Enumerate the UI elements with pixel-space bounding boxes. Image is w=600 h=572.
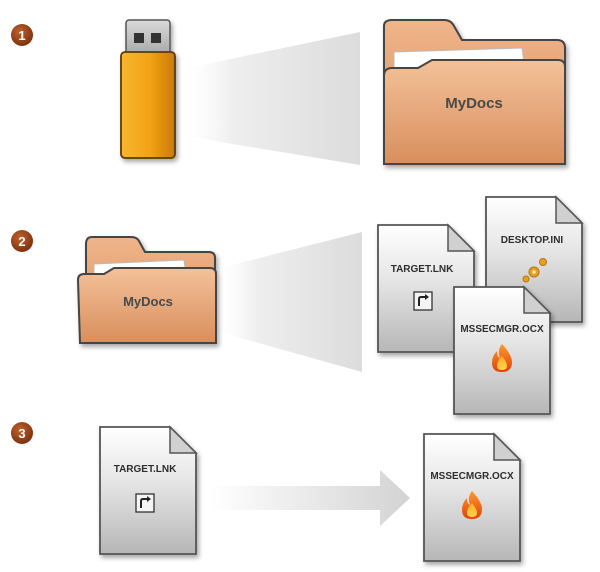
step-3-badge: 3 xyxy=(11,422,33,444)
step-1-badge: 1 xyxy=(11,24,33,46)
step-3-arrow xyxy=(210,470,410,526)
file-label-target-lnk: TARGET.LNK xyxy=(114,464,177,475)
file-mssecmgr-ocx-step2: MSSECMGR.OCX xyxy=(453,285,552,415)
folder-label: MyDocs xyxy=(445,95,503,112)
file-target-lnk-step3: TARGET.LNK xyxy=(99,425,198,555)
shortcut-arrow-icon xyxy=(135,493,155,513)
step-2-transfer-beam xyxy=(212,232,362,372)
file-label-mssecmgr-ocx: MSSECMGR.OCX xyxy=(430,471,514,482)
flame-icon xyxy=(462,491,482,519)
flame-icon xyxy=(492,344,512,372)
step-2-number: 2 xyxy=(18,234,25,249)
usb-drive-icon xyxy=(120,19,176,159)
step-1-transfer-beam xyxy=(178,32,360,165)
mydocs-folder-large: MyDocs xyxy=(383,19,566,165)
step-1-number: 1 xyxy=(18,28,25,43)
mydocs-folder-small: MyDocs xyxy=(76,236,217,344)
file-label-desktop-ini: DESKTOP.INI xyxy=(501,235,564,246)
step-3-number: 3 xyxy=(18,426,25,441)
file-mssecmgr-ocx-step3: MSSECMGR.OCX xyxy=(423,432,522,562)
file-label-target-lnk: TARGET.LNK xyxy=(391,264,454,275)
shortcut-arrow-icon xyxy=(413,291,433,311)
gear-icon xyxy=(522,258,547,283)
file-target-lnk-step2: TARGET.LNK xyxy=(377,223,476,353)
file-label-mssecmgr-ocx: MSSECMGR.OCX xyxy=(460,324,544,335)
step-2-badge: 2 xyxy=(11,230,33,252)
folder-label: MyDocs xyxy=(123,294,173,309)
